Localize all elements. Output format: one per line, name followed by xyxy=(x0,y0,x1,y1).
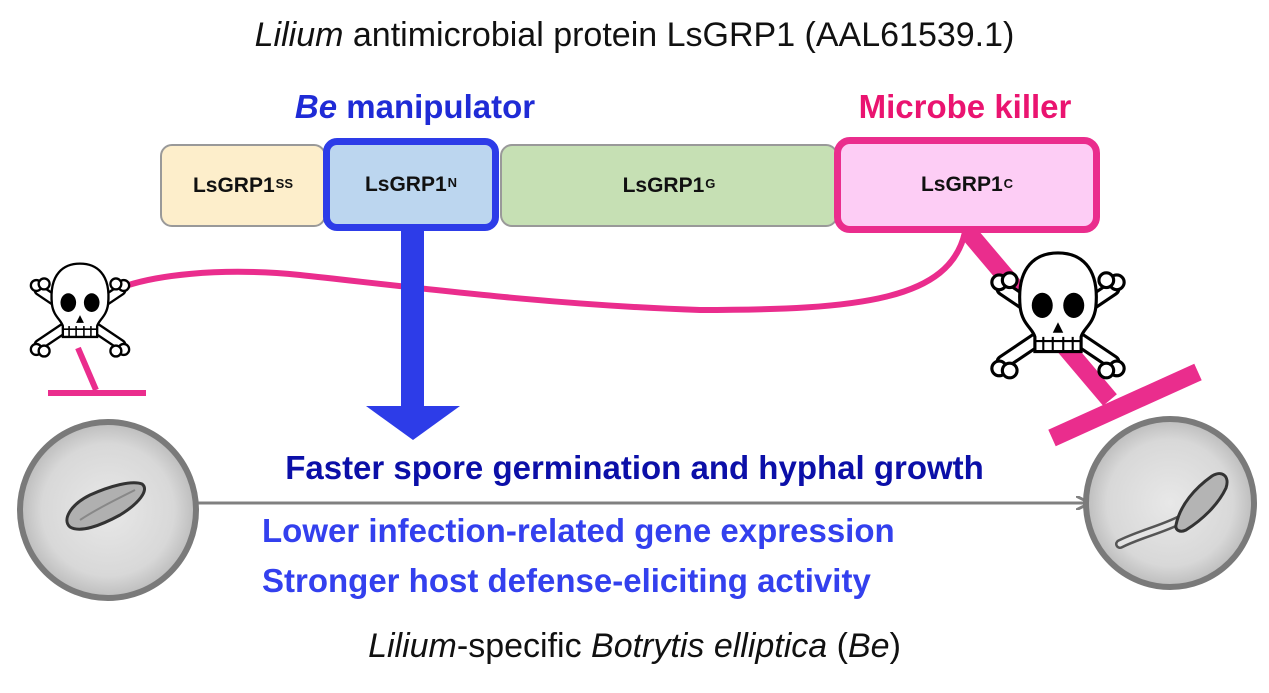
manipulator-arrow-head xyxy=(366,406,460,440)
skull-crossbones-icon xyxy=(31,264,129,357)
killer-curve xyxy=(113,231,968,314)
killer-label: Microbe killer xyxy=(858,88,1072,125)
effect-line-2: Lower infection-related gene expression xyxy=(262,512,895,549)
killer-inhibit-line-left xyxy=(75,346,99,392)
killer-inhibit-bar-right xyxy=(1048,363,1202,447)
spore-image xyxy=(17,419,199,601)
diagram-title: Lilium antimicrobial protein LsGRP1 (AAL… xyxy=(254,16,1015,54)
manipulator-arrow-shaft xyxy=(401,231,424,407)
skull-crossbones-icon xyxy=(992,253,1124,378)
germinated-spore-image xyxy=(1083,416,1257,590)
effect-line-1: Faster spore germination and hyphal grow… xyxy=(285,449,984,486)
effect-line-3: Stronger host defense-eliciting activity xyxy=(262,562,871,599)
manipulator-label: Be manipulator xyxy=(294,88,536,125)
organism-caption: Lilium-specific Botrytis elliptica (Be) xyxy=(368,627,901,665)
